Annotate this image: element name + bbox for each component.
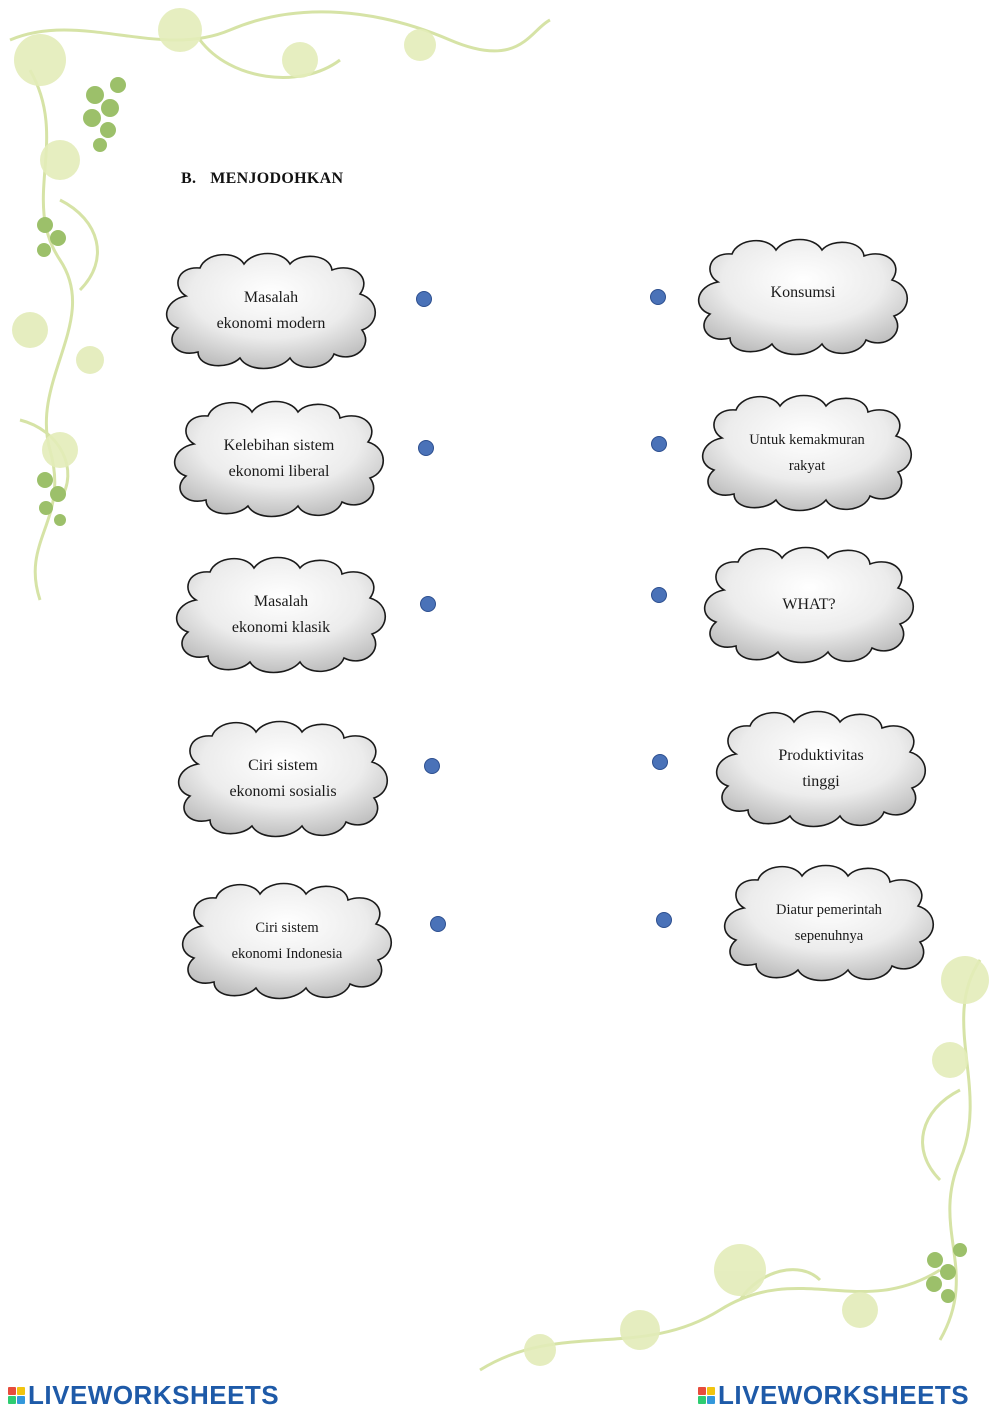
vine-decoration-bottom-right bbox=[479, 956, 989, 1372]
left-match-dot-4[interactable] bbox=[424, 758, 440, 774]
cloud-text-line1: Masalah bbox=[243, 289, 299, 306]
right-match-dot-3[interactable] bbox=[651, 587, 667, 603]
brand-left: LIVEWORKSHEETS bbox=[8, 1380, 279, 1410]
cloud-text-line1: Produktivitas bbox=[778, 747, 864, 764]
brand-right: LIVEWORKSHEETS bbox=[698, 1380, 969, 1410]
left-match-dot-2[interactable] bbox=[418, 440, 434, 456]
brand-left-text: LIVEWORKSHEETS bbox=[28, 1379, 280, 1410]
right-match-dot-5[interactable] bbox=[656, 912, 672, 928]
left-cloud-4: Ciri sistem ekonomi sosialis bbox=[170, 716, 396, 842]
left-match-dot-3[interactable] bbox=[420, 596, 436, 612]
liveworksheets-logo-icon bbox=[698, 1386, 715, 1404]
cloud-text-line2: ekonomi sosialis bbox=[229, 783, 337, 800]
right-match-dot-2[interactable] bbox=[651, 436, 667, 452]
cloud-text-line2: rakyat bbox=[788, 458, 826, 474]
cloud-text-line2: ekonomi Indonesia bbox=[231, 946, 343, 962]
left-cloud-1: Masalah ekonomi modern bbox=[158, 248, 384, 374]
cloud-text-line2: sepenuhnya bbox=[794, 928, 864, 944]
cloud-text-line1: Ciri sistem bbox=[248, 757, 318, 774]
left-cloud-3: Masalah ekonomi klasik bbox=[168, 552, 394, 678]
section-heading: B. MENJODOHKAN bbox=[181, 170, 343, 188]
left-match-dot-5[interactable] bbox=[430, 916, 446, 932]
right-cloud-3: WHAT? bbox=[696, 542, 922, 668]
cloud-text-line2: ekonomi liberal bbox=[228, 463, 330, 480]
section-title: MENJODOHKAN bbox=[210, 170, 344, 187]
right-cloud-1: Konsumsi bbox=[690, 234, 916, 360]
cloud-text-line1: Diatur pemerintah bbox=[776, 902, 882, 918]
liveworksheets-logo-icon bbox=[8, 1386, 25, 1404]
section-number: B. bbox=[181, 170, 197, 187]
brand-right-text: LIVEWORKSHEETS bbox=[718, 1379, 970, 1410]
cloud-text-line1: Masalah bbox=[253, 593, 309, 610]
cloud-text-line2: tinggi bbox=[802, 773, 840, 790]
cloud-text-line2: ekonomi klasik bbox=[231, 619, 331, 636]
right-cloud-5: Diatur pemerintah sepenuhnya bbox=[716, 860, 942, 986]
cloud-text-line1: Kelebihan sistem bbox=[223, 437, 335, 454]
right-cloud-2: Untuk kemakmuran rakyat bbox=[694, 390, 920, 516]
cloud-text-line1: Konsumsi bbox=[770, 284, 836, 301]
left-cloud-5: Ciri sistem ekonomi Indonesia bbox=[174, 878, 400, 1004]
cloud-text-line1: Untuk kemakmuran bbox=[749, 432, 865, 448]
right-match-dot-4[interactable] bbox=[652, 754, 668, 770]
left-match-dot-1[interactable] bbox=[416, 291, 432, 307]
cloud-text-line1: WHAT? bbox=[782, 596, 836, 613]
cloud-text-line2: ekonomi modern bbox=[216, 315, 326, 332]
cloud-text-line1: Ciri sistem bbox=[255, 920, 319, 936]
left-cloud-2: Kelebihan sistem ekonomi liberal bbox=[166, 396, 392, 522]
right-match-dot-1[interactable] bbox=[650, 289, 666, 305]
right-cloud-4: Produktivitas tinggi bbox=[708, 706, 934, 832]
